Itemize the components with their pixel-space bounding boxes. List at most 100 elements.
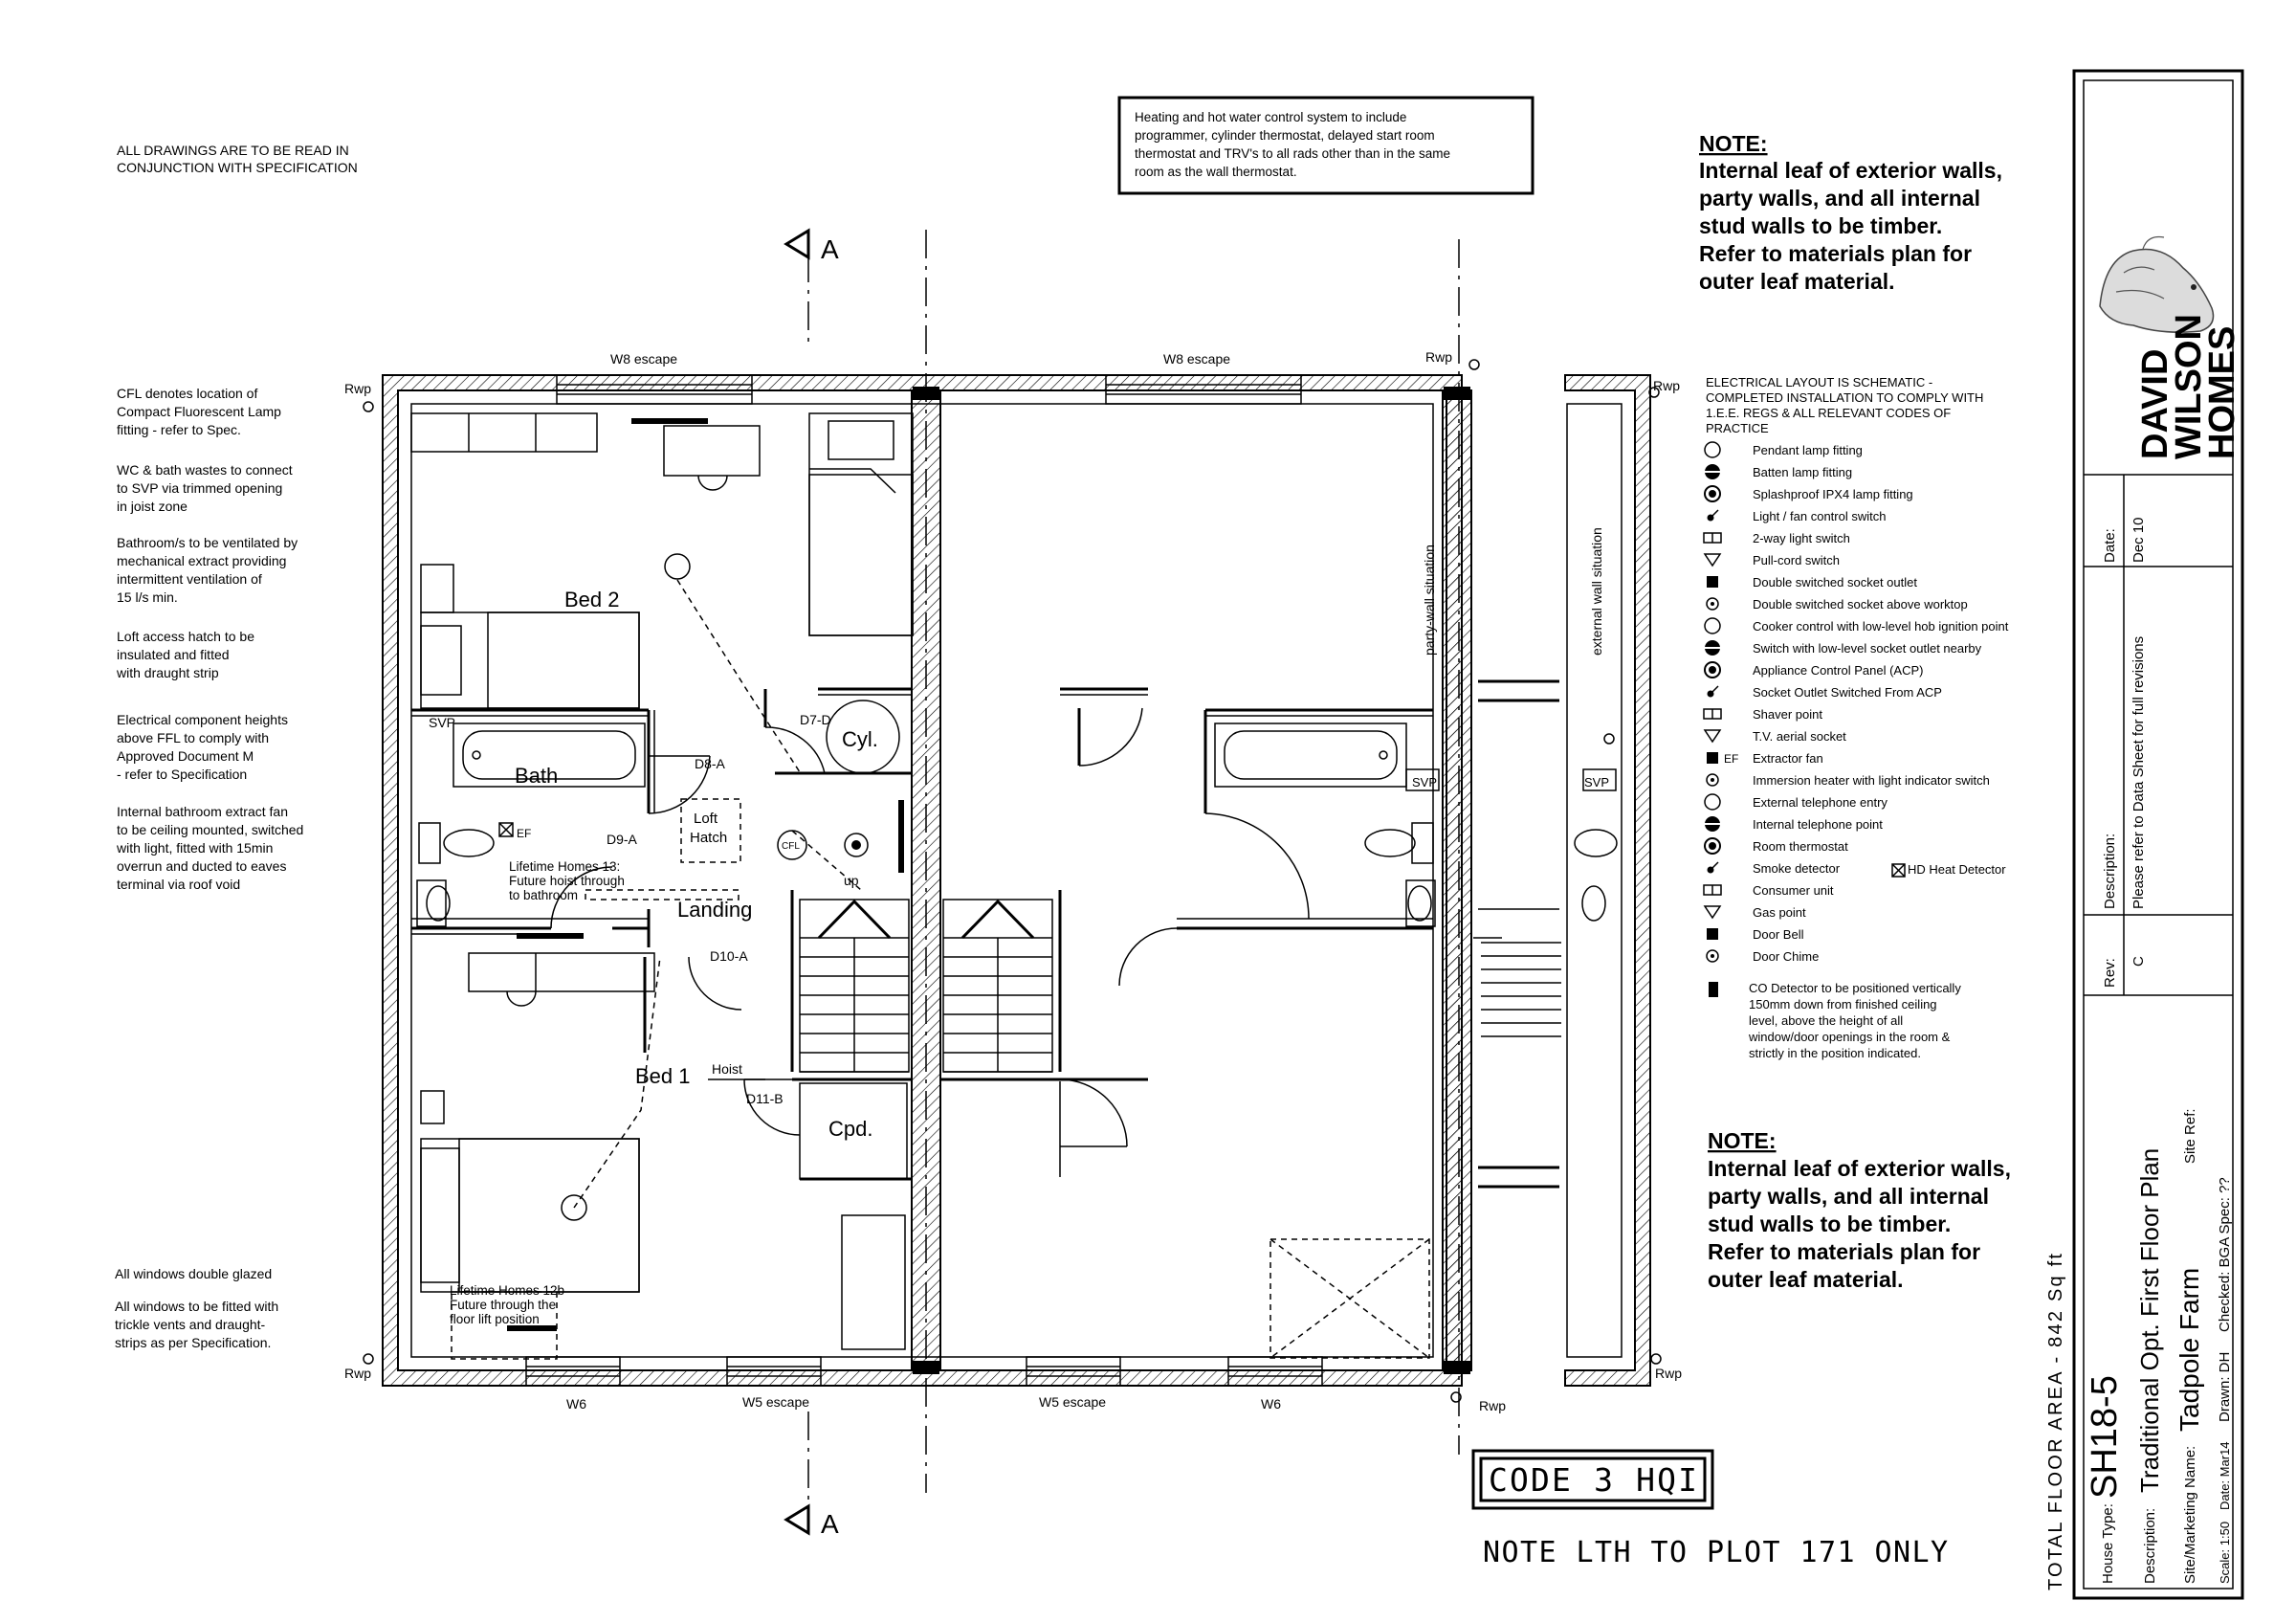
legend-label: Splashproof IPX4 lamp fitting (1753, 487, 1913, 501)
note-wc-1: WC & bath wastes to connect (117, 462, 293, 478)
logo-line-2: WILSON (2169, 314, 2209, 459)
co-line-4: window/door openings in the room & (1748, 1030, 1951, 1044)
note-glazing: All windows double glazed (115, 1266, 272, 1281)
door-d10: D10-A (710, 948, 748, 964)
room-bed1: Bed 1 (635, 1064, 691, 1088)
note-electrical-4: - refer to Specification (117, 767, 247, 782)
door-d9: D9-A (607, 832, 638, 847)
wc-basin (416, 822, 495, 927)
elec-intro-2: COMPLETED INSTALLATION TO COMPLY WITH (1706, 390, 1983, 405)
room-cupboard: Cpd. (828, 1117, 872, 1141)
section-a-bottom-label: A (821, 1509, 839, 1539)
floor-plan: A A (344, 228, 1682, 1539)
legend-label: Switch with low-level socket outlet near… (1753, 641, 1982, 656)
note-loft-3: with draught strip (116, 665, 219, 680)
label-w6-left: W6 (566, 1396, 586, 1412)
lth12b-line-3: floor lift position (450, 1312, 540, 1326)
bed2-bed (420, 564, 640, 709)
lth12b-line-1: Lifetime Homes 12b (450, 1283, 564, 1298)
label-w5-left: W5 escape (742, 1394, 809, 1410)
cylinder (826, 700, 900, 774)
legend-label: Gas point (1753, 905, 1806, 920)
note-vents-2: trickle vents and draught- (115, 1317, 266, 1332)
site-label: Site/Marketing Name: (2182, 1446, 2198, 1584)
stairs-up-label: up (844, 873, 859, 888)
legend-label: Extractor fan (1753, 751, 1823, 766)
legend-label: Light / fan control switch (1753, 509, 1886, 523)
note-electrical-1: Electrical component heights (117, 712, 288, 727)
window-w5-left (726, 1356, 822, 1387)
legend-label: Door Chime (1753, 949, 1819, 964)
co-line-2: 150mm down from finished ceiling (1749, 997, 1937, 1012)
cooker-control-icon (1704, 617, 1721, 634)
note-bottom-line-3: stud walls to be timber. (1708, 1212, 1951, 1236)
window-w8-left (556, 374, 753, 405)
note-top-line-2: party walls, and all internal (1699, 186, 1980, 211)
note-fan-1: Internal bathroom extract fan (117, 804, 288, 819)
logo-line-1: DAVID (2135, 349, 2175, 459)
note-wc-2: to SVP via trimmed opening (117, 480, 282, 496)
smoke-detector-icon (1707, 861, 1719, 874)
rwp-tl: Rwp (344, 381, 371, 396)
note-top-line-1: Internal leaf of exterior walls, (1699, 158, 2002, 183)
party-wall-label: party-wall situation (1422, 545, 1437, 656)
note-top-line-3: stud walls to be timber. (1699, 213, 1942, 238)
door-d8: D8-A (695, 756, 726, 771)
label-w5-right: W5 escape (1039, 1394, 1106, 1410)
bath-tub-right (1214, 723, 1407, 788)
legend-label: Shaver point (1753, 707, 1822, 722)
site-value: Tadpole Farm (2175, 1268, 2204, 1432)
note-read-with-spec-2: CONJUNCTION WITH SPECIFICATION (117, 160, 358, 175)
section-a-bottom: A (784, 1503, 839, 1539)
description-value: Please refer to Data Sheet for full revi… (2130, 636, 2147, 909)
light-switch-icon (1707, 509, 1719, 522)
lth13-line-1: Lifetime Homes 13: (509, 859, 620, 874)
consumer-unit-icon (1703, 884, 1722, 896)
elec-intro-1: ELECTRICAL LAYOUT IS SCHEMATIC - (1706, 375, 1932, 389)
date2-label: Date: Mar14 (2218, 1441, 2232, 1510)
rwp-far-br: Rwp (1655, 1366, 1682, 1381)
external-phone-icon (1704, 793, 1721, 811)
note-wc-3: in joist zone (117, 499, 188, 514)
batten-lamp-icon (1705, 464, 1720, 479)
heating-line-3: thermostat and TRV's to all rads other t… (1135, 146, 1450, 161)
note-cfl-1: CFL denotes location of (117, 386, 257, 401)
room-cylinder: Cyl. (842, 727, 878, 751)
extractor-fan-icon: EF (498, 822, 531, 840)
note-electrical-2: above FFL to comply with (117, 730, 269, 745)
logo-line-3: HOMES (2202, 326, 2242, 459)
door-bell-icon (1707, 928, 1718, 940)
co-line-5: strictly in the position indicated. (1749, 1046, 1921, 1060)
legend-label: Pendant lamp fitting (1753, 443, 1863, 457)
note-vents-3: strips as per Specification. (115, 1335, 271, 1350)
switch-socket-icon (1705, 640, 1720, 656)
scale-label: Scale: 1:50 (2218, 1522, 2232, 1584)
legend-ef-tag: EF (1724, 752, 1738, 766)
code-stamp: CODE 3 HQI (1471, 1449, 1714, 1510)
house-type-label: House Type: (2100, 1503, 2116, 1584)
extractor-fan-icon (1707, 752, 1718, 764)
stairs-left (799, 899, 910, 1073)
door-d7: D7-D (800, 712, 831, 727)
double-socket-icon (1707, 576, 1718, 588)
shaver-point-icon (1703, 708, 1722, 720)
rev-label: Rev: (2102, 958, 2118, 988)
note-cfl-2: Compact Fluorescent Lamp (117, 404, 281, 419)
rwp-markers: Rwp Rwp Rwp Rwp Rwp Rwp (344, 349, 1682, 1413)
note-bottom-line-5: outer leaf material. (1708, 1267, 1904, 1292)
acp-icon (1704, 661, 1721, 678)
svp-left: SVP (429, 715, 455, 730)
lth13-line-3: to bathroom (509, 888, 578, 902)
section-a-top-label: A (821, 234, 839, 264)
tv-aerial-icon (1703, 729, 1722, 744)
house-type-value: SH18-5 (2085, 1375, 2125, 1499)
description-label: Description: (2102, 834, 2118, 909)
svp-far: SVP (1584, 775, 1609, 789)
svp-right: SVP (1412, 775, 1437, 789)
dwh-logo-text: DAVID WILSON HOMES (2135, 314, 2242, 459)
legend-label: T.V. aerial socket (1753, 729, 1846, 744)
bed1-furniture (420, 933, 906, 1360)
code-stamp-text: CODE 3 HQI (1489, 1461, 1697, 1499)
rwp-br: Rwp (1479, 1398, 1506, 1413)
